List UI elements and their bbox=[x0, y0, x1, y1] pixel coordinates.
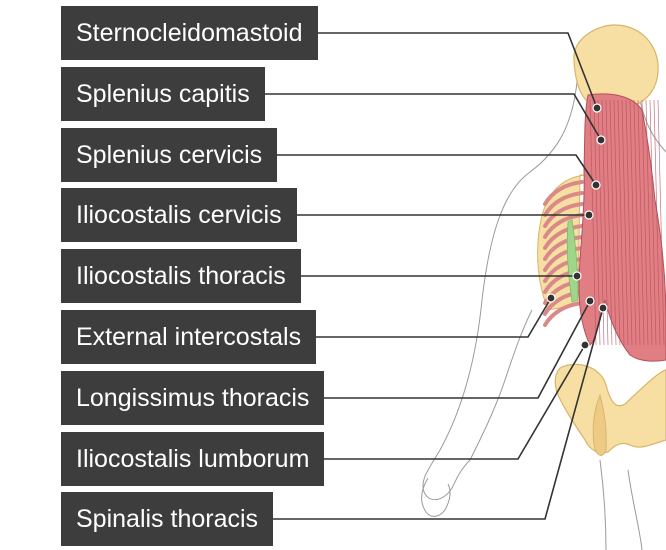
muscle-fiber bbox=[621, 99, 629, 346]
leader-dot bbox=[546, 293, 556, 303]
rib bbox=[543, 224, 584, 250]
rib bbox=[543, 191, 584, 217]
muscle-fiber bbox=[641, 99, 649, 346]
leader-dot bbox=[580, 340, 590, 350]
leader-dot bbox=[596, 135, 606, 145]
muscle-fiber bbox=[625, 99, 633, 346]
intercostal-highlight bbox=[566, 219, 579, 303]
rib bbox=[543, 202, 584, 228]
muscle-fiber bbox=[605, 99, 613, 346]
back-muscles bbox=[578, 93, 666, 362]
leader-dot bbox=[585, 296, 595, 306]
muscle-fiber bbox=[609, 99, 617, 346]
muscle-fiber bbox=[629, 99, 637, 346]
label-iliocostalis-cervicis: Iliocostalis cervicis bbox=[61, 188, 297, 242]
muscle-fiber bbox=[617, 99, 625, 346]
rib-cage bbox=[537, 174, 586, 327]
muscle-fiber bbox=[649, 99, 657, 346]
leg-outline bbox=[599, 459, 643, 550]
muscle-fiber bbox=[657, 99, 665, 346]
rib bbox=[543, 301, 584, 327]
label-iliocostalis-thoracis: Iliocostalis thoracis bbox=[61, 249, 301, 303]
leader-line bbox=[324, 344, 586, 460]
leader-line bbox=[316, 297, 552, 338]
body-outline bbox=[422, 69, 579, 501]
rib bbox=[543, 257, 584, 283]
muscle-fiber bbox=[613, 99, 621, 346]
label-external-intercostals: External intercostals bbox=[61, 310, 317, 364]
label-iliocostalis-lumborum: Iliocostalis lumborum bbox=[61, 432, 325, 486]
leader-line bbox=[324, 300, 591, 399]
leader-line bbox=[277, 154, 597, 186]
leader-line bbox=[318, 32, 598, 109]
muscle-fiber bbox=[589, 99, 597, 346]
label-splenius-cervicis: Splenius cervicis bbox=[61, 128, 278, 182]
leader-dot bbox=[591, 180, 601, 190]
leader-dot bbox=[572, 271, 582, 281]
rib bbox=[543, 246, 584, 272]
muscle-fiber bbox=[637, 99, 645, 346]
leader-dot bbox=[592, 103, 602, 113]
rib bbox=[543, 268, 584, 294]
label-sternocleidomastoid: Sternocleidomastoid bbox=[61, 6, 318, 60]
leader-dot bbox=[598, 303, 608, 313]
muscle-fiber bbox=[633, 99, 641, 346]
muscle-fiber bbox=[645, 99, 653, 346]
muscle-fiber bbox=[601, 99, 609, 346]
label-splenius-capitis: Splenius capitis bbox=[61, 67, 265, 121]
rib bbox=[543, 180, 584, 206]
leader-line bbox=[273, 307, 604, 520]
skull bbox=[573, 24, 659, 106]
hand-outline bbox=[421, 477, 451, 517]
pelvis bbox=[554, 363, 666, 454]
sacrum bbox=[592, 393, 607, 456]
leader-dot bbox=[584, 210, 594, 220]
muscle-fiber bbox=[653, 99, 661, 346]
leader-line bbox=[265, 93, 602, 141]
label-spinalis-thoracis: Spinalis thoracis bbox=[61, 492, 274, 546]
muscle-fiber bbox=[597, 99, 605, 346]
label-longissimus-thoracis: Longissimus thoracis bbox=[61, 371, 325, 425]
rib bbox=[543, 235, 584, 261]
